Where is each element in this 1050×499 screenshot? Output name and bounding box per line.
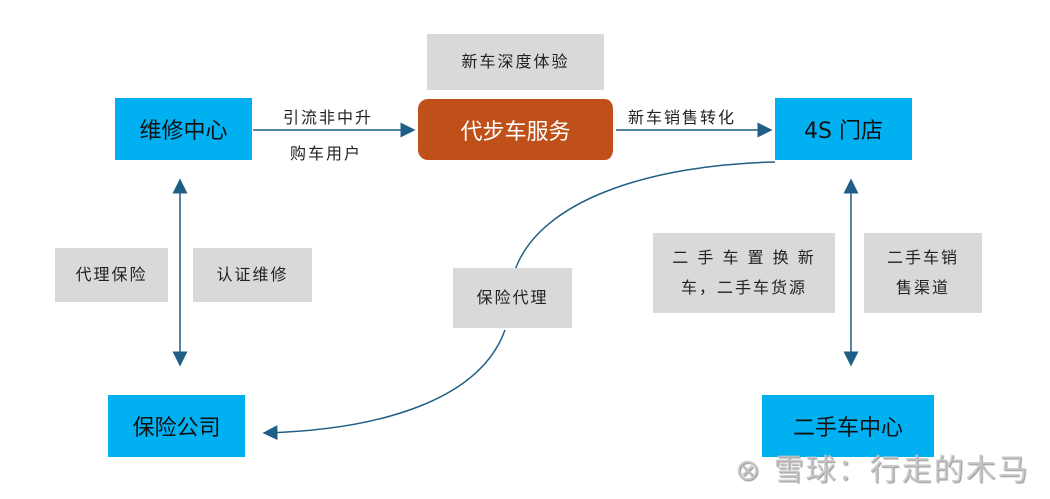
- note-trade-in: 二 手 车 置 换 新车，二手车货源: [653, 233, 835, 313]
- node-insurance-company: 保险公司: [108, 395, 245, 457]
- note-text: 车，二手车货源: [680, 278, 807, 297]
- watermark-text: 雪球：行走的木马: [773, 453, 1030, 488]
- note-text: 代理保险: [75, 265, 148, 284]
- node-label: 保险公司: [132, 416, 221, 441]
- note-new-car-experience: 新车深度体验: [427, 34, 604, 90]
- node-label: 代步车服务: [460, 119, 571, 145]
- node-4s-store: 4S 门店: [775, 98, 912, 160]
- note-insurance-agency: 保险代理: [453, 268, 572, 328]
- curve-agency-to-insurance: [262, 329, 506, 441]
- note-agent-insurance: 代理保险: [55, 248, 168, 302]
- node-label: 4S 门店: [804, 119, 883, 144]
- note-text: 二 手 车 置 换 新: [672, 248, 816, 267]
- note-text: 认证维修: [216, 265, 289, 284]
- watermark: ⊗ 雪球：行走的木马: [735, 453, 1030, 488]
- edge-label-traffic-2: 购车用户: [290, 144, 363, 163]
- node-label: 二手车中心: [792, 416, 903, 441]
- note-text: 售渠道: [895, 278, 950, 297]
- note-certified-repair: 认证维修: [193, 248, 312, 302]
- note-text: 新车深度体验: [461, 52, 570, 71]
- node-substitute-car-service: 代步车服务: [418, 99, 615, 160]
- node-used-car-center: 二手车中心: [762, 395, 934, 457]
- note-text: 保险代理: [476, 288, 549, 307]
- curve-4s-to-agency: [514, 161, 776, 271]
- edge-label-traffic-1: 引流非中升: [283, 108, 374, 127]
- note-text: 二手车销: [886, 248, 959, 267]
- node-repair-center: 维修中心: [115, 98, 252, 160]
- note-used-car-sales: 二手车销售渠道: [864, 233, 982, 313]
- node-label: 维修中心: [139, 119, 228, 144]
- edge-label-new-car-sales: 新车销售转化: [628, 108, 737, 127]
